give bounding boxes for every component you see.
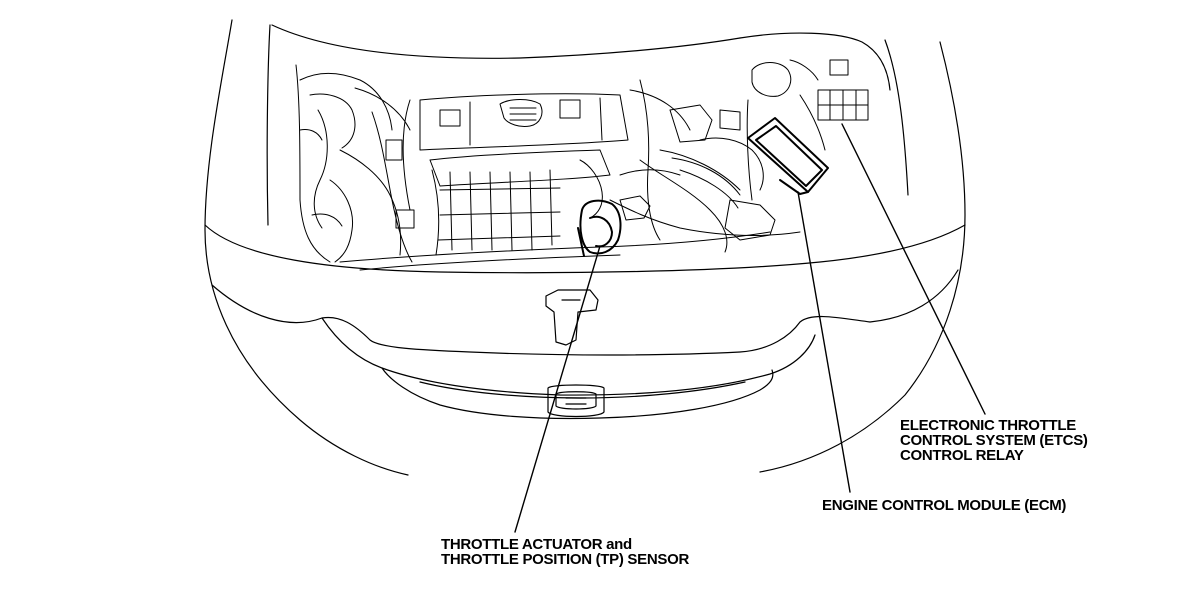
ecm-unit <box>747 117 829 195</box>
leader-lines <box>514 123 986 533</box>
leader-etcs <box>841 123 986 415</box>
etcs-relay-label-line-1: ELECTRONIC THROTTLE <box>900 417 1076 434</box>
hood-frame <box>266 24 909 226</box>
fender-outline <box>204 19 966 476</box>
leader-ecm <box>797 191 851 493</box>
front-bumper <box>204 224 966 420</box>
throttle-label-line-1: THROTTLE ACTUATOR and <box>441 536 632 553</box>
throttle-body <box>577 199 622 257</box>
hood-latch <box>545 289 599 346</box>
grille-emblem <box>547 384 605 418</box>
throttle-label: THROTTLE ACTUATOR and THROTTLE POSITION … <box>441 537 689 567</box>
ecm-label: ENGINE CONTROL MODULE (ECM) <box>822 498 1066 513</box>
leader-throttle <box>514 245 601 533</box>
ecm-label-text: ENGINE CONTROL MODULE (ECM) <box>822 497 1067 514</box>
engine-components <box>295 59 869 271</box>
etcs-relay-label: ELECTRONIC THROTTLE CONTROL SYSTEM (ETCS… <box>900 418 1088 463</box>
etcs-relay-label-line-2: CONTROL SYSTEM (ETCS) <box>900 432 1088 449</box>
throttle-label-line-2: THROTTLE POSITION (TP) SENSOR <box>441 551 689 568</box>
etcs-relay-label-line-3: CONTROL RELAY <box>900 447 1024 464</box>
